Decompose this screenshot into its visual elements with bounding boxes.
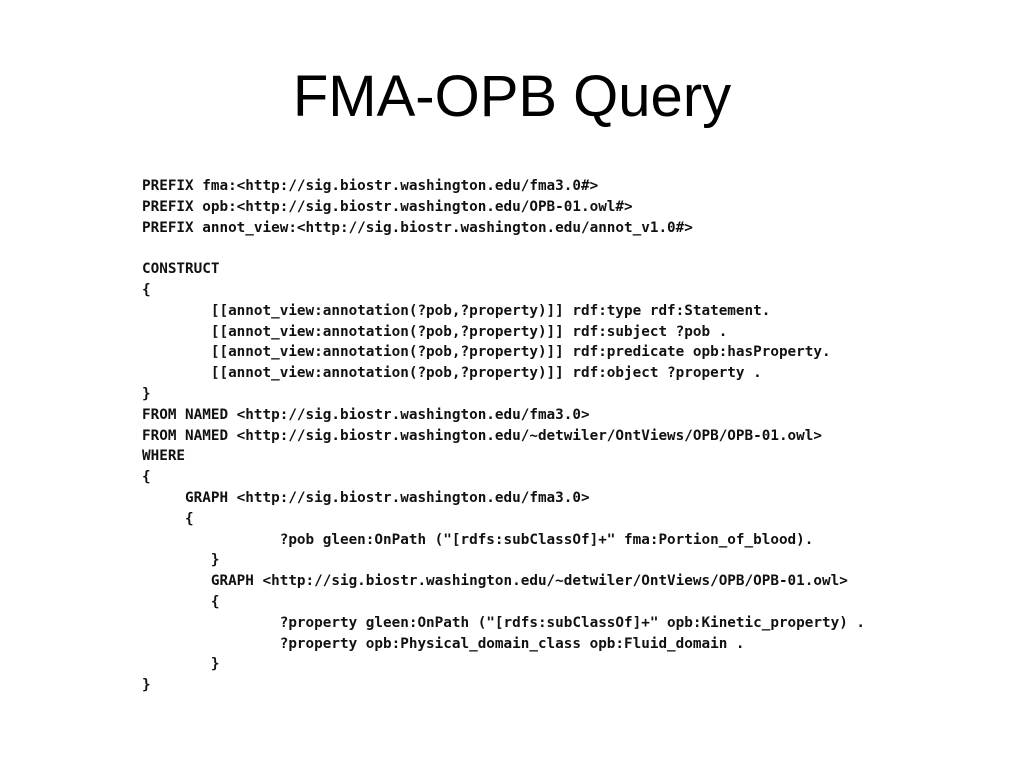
code-line: [[annot_view:annotation(?pob,?property)]…	[142, 323, 728, 340]
slide-title: FMA-OPB Query	[292, 64, 732, 129]
code-line: }	[142, 656, 220, 673]
code-line: ?pob gleen:OnPath ("[rdfs:subClassOf]+" …	[142, 531, 814, 548]
code-line: }	[142, 677, 151, 694]
code-line: WHERE	[142, 448, 186, 465]
code-line: PREFIX opb:<http://sig.biostr.washington…	[142, 198, 633, 215]
code-line: [[annot_view:annotation(?pob,?property)]…	[142, 344, 831, 361]
code-line: GRAPH <http://sig.biostr.washington.edu/…	[142, 573, 848, 590]
code-line: {	[142, 510, 194, 527]
code-line: [[annot_view:annotation(?pob,?property)]…	[142, 365, 762, 382]
code-line: ?property gleen:OnPath ("[rdfs:subClassO…	[142, 614, 866, 631]
code-line: [[annot_view:annotation(?pob,?property)]…	[142, 302, 771, 319]
sparql-query-code-block: PREFIX fma:<http://sig.biostr.washington…	[142, 176, 865, 696]
code-line	[142, 238, 865, 259]
code-line: }	[142, 552, 220, 569]
code-line: FROM NAMED <http://sig.biostr.washington…	[142, 406, 590, 423]
code-line: {	[142, 281, 151, 298]
code-line: CONSTRUCT	[142, 261, 220, 278]
code-line: PREFIX annot_view:<http://sig.biostr.was…	[142, 219, 693, 236]
code-line: }	[142, 385, 151, 402]
code-line: {	[142, 593, 220, 610]
code-line: {	[142, 469, 151, 486]
code-line: GRAPH <http://sig.biostr.washington.edu/…	[142, 489, 590, 506]
code-line: FROM NAMED <http://sig.biostr.washington…	[142, 427, 822, 444]
code-line: ?property opb:Physical_domain_class opb:…	[142, 635, 745, 652]
code-line: PREFIX fma:<http://sig.biostr.washington…	[142, 178, 599, 194]
